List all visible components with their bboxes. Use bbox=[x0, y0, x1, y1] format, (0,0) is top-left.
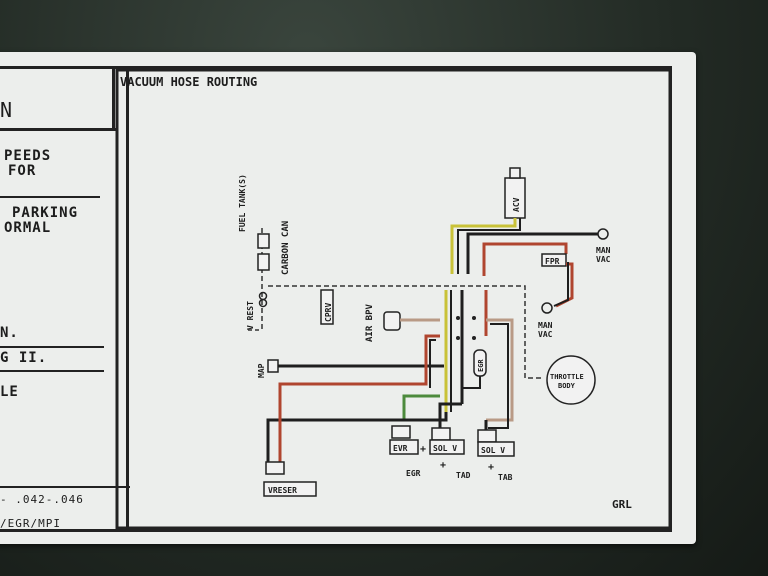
evr-green-hose bbox=[402, 394, 440, 420]
bundle-dot-3 bbox=[456, 336, 460, 340]
panel-text-8: LE bbox=[0, 384, 19, 400]
man-vac-top-label-2: VAC bbox=[596, 255, 611, 264]
sol-v-2-label: SOL V bbox=[481, 446, 505, 455]
fpr-lower-red-hose bbox=[555, 262, 574, 308]
panel-text-3: FOR bbox=[8, 163, 37, 179]
cprv-valve-icon bbox=[320, 289, 334, 325]
cprv-label: CPRV bbox=[324, 303, 333, 322]
bundle-dot-2 bbox=[472, 316, 476, 320]
man-vac-top-port-icon bbox=[597, 228, 609, 240]
egr-valve-hose bbox=[462, 376, 481, 389]
sol-v-2-connector-icon bbox=[477, 429, 497, 443]
v-rest-label: V REST bbox=[246, 301, 255, 330]
panel-text-4: PARKING bbox=[12, 205, 79, 221]
panel-text-2: PEEDS bbox=[4, 148, 52, 164]
map-label: MAP bbox=[257, 363, 266, 378]
throttle-body-label-2: BODY bbox=[558, 382, 576, 390]
sol-v-2-plus: + bbox=[488, 462, 494, 473]
panel-text-5: ORMAL bbox=[4, 220, 52, 236]
sol-v-1-hose bbox=[438, 402, 462, 428]
throttle-body-icon bbox=[546, 355, 596, 405]
carbon-can-label: CARBON CAN bbox=[281, 221, 291, 275]
panel-divider-2 bbox=[0, 196, 100, 198]
sol-v-1-connector-icon bbox=[431, 427, 451, 441]
panel-text-7: G II. bbox=[0, 350, 48, 366]
vreser-black-hose bbox=[266, 412, 448, 462]
evr-label: EVR bbox=[393, 444, 408, 453]
vent-fitting-icon-2 bbox=[258, 298, 268, 308]
sol-v-1-label: SOL V bbox=[433, 444, 457, 453]
egr-red-black-hose bbox=[429, 339, 436, 388]
panel-text-10: /EGR/MPI bbox=[0, 517, 61, 530]
fpr-label: FPR bbox=[545, 257, 560, 266]
sol-v-1-box bbox=[429, 439, 465, 455]
panel-divider-5 bbox=[0, 486, 130, 488]
tan-hose bbox=[486, 318, 514, 422]
air-bpv-icon bbox=[383, 311, 401, 331]
bundle-dot-4 bbox=[472, 336, 476, 340]
acv-black-hose bbox=[457, 218, 521, 274]
tad-label: TAD bbox=[456, 471, 471, 480]
panel-text-6: N. bbox=[0, 325, 19, 341]
bundle-dot-1 bbox=[456, 316, 460, 320]
acv-yellow-hose bbox=[450, 218, 517, 274]
acv-cap-icon bbox=[509, 167, 521, 179]
carbon-can-icon bbox=[257, 233, 270, 249]
diagram-title: VACUUM HOSE ROUTING bbox=[120, 75, 257, 89]
throttle-body-label-1: THROTTLE bbox=[550, 373, 584, 381]
sol-v-1-plus: + bbox=[440, 460, 446, 471]
vreser-box bbox=[263, 481, 317, 497]
fpr-icon bbox=[541, 253, 567, 267]
egr-sub-label: EGR bbox=[406, 469, 421, 478]
diagram-frame bbox=[115, 68, 672, 530]
panel-divider-4 bbox=[0, 370, 104, 372]
evr-box bbox=[389, 439, 419, 455]
purge-dashed-line bbox=[268, 285, 544, 379]
tab-label: TAB bbox=[498, 473, 513, 482]
vent-fitting-icon bbox=[258, 291, 268, 301]
panel-text-9: - .042-.046 bbox=[0, 493, 84, 506]
man-vac-bottom-label-2: VAC bbox=[538, 330, 553, 339]
fuel-tank-label: FUEL TANK(S) bbox=[238, 174, 247, 232]
man-vac-top-label-1: MAN bbox=[596, 246, 611, 255]
vreser-connector-icon bbox=[265, 461, 285, 475]
panel-divider-vertical-2 bbox=[126, 70, 129, 530]
panel-text-1: N bbox=[0, 98, 14, 122]
map-sensor-icon bbox=[267, 359, 279, 373]
tan-black-hose bbox=[488, 323, 509, 429]
diagram-code: GRL bbox=[612, 498, 632, 511]
man-vac-bottom-port-icon bbox=[541, 302, 553, 314]
vreser-label: VRESER bbox=[268, 486, 297, 495]
acv-label: ACV bbox=[512, 197, 521, 212]
sol-v-2-box bbox=[477, 441, 515, 457]
fpr-lower-black-hose bbox=[553, 262, 569, 307]
fpr-red-hose bbox=[482, 242, 568, 276]
panel-divider-1 bbox=[0, 128, 118, 131]
egr-valve-label: EGR bbox=[477, 359, 485, 372]
egr-red-hose bbox=[278, 334, 440, 412]
evr-plus: + bbox=[420, 444, 426, 455]
air-bpv-label: AIR BPV bbox=[365, 303, 375, 342]
panel-divider-vertical bbox=[112, 68, 115, 130]
man-vac-top-hose bbox=[466, 232, 598, 274]
evr-connector-icon bbox=[391, 425, 411, 439]
man-vac-bottom-label-1: MAN bbox=[538, 321, 553, 330]
panel-divider-3 bbox=[0, 346, 104, 348]
carbon-can-body-icon bbox=[257, 253, 270, 271]
